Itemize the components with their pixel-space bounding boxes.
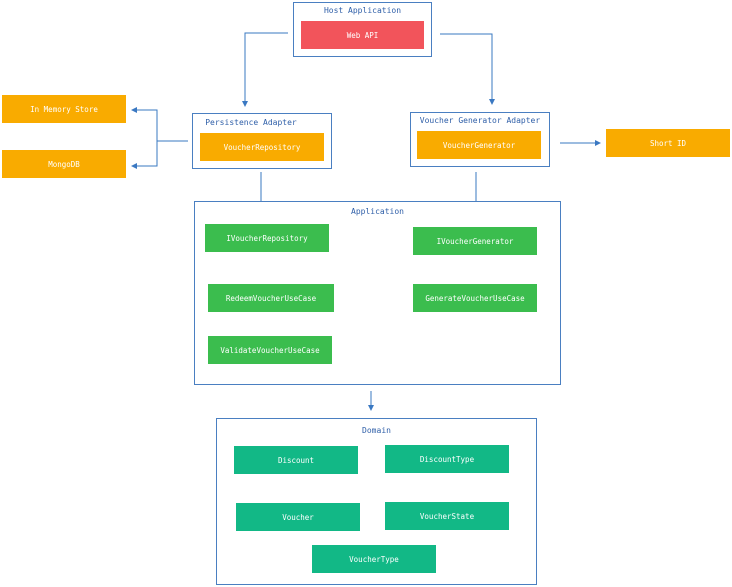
persistence-adapter-title: Persistence Adapter: [205, 118, 297, 127]
discount-type-box: DiscountType: [385, 445, 509, 473]
domain-title: Domain: [362, 426, 391, 435]
ivoucher-repository-box: IVoucherRepository: [205, 224, 329, 252]
arrow-persistence-to-mongodb: [131, 141, 158, 169]
validate-voucher-use-case-box: ValidateVoucherUseCase: [208, 336, 332, 364]
short-id-box: Short ID: [606, 129, 730, 157]
discount-box: Discount: [234, 446, 358, 474]
voucher-state-box: VoucherState: [385, 502, 509, 530]
voucher-generator-adapter-title: Voucher Generator Adapter: [419, 116, 541, 125]
voucher-type-box: VoucherType: [312, 545, 436, 573]
web-api-box: Web API: [301, 21, 424, 49]
redeem-voucher-use-case-box: RedeemVoucherUseCase: [208, 284, 334, 312]
voucher-repository-box: VoucherRepository: [200, 133, 324, 161]
mongodb-box: MongoDB: [2, 150, 126, 178]
voucher-box: Voucher: [236, 503, 360, 531]
ivoucher-generator-box: IVoucherGenerator: [413, 227, 537, 255]
generate-voucher-use-case-box: GenerateVoucherUseCase: [413, 284, 537, 312]
in-memory-store-box: In Memory Store: [2, 95, 126, 123]
arrow-persistence-to-in-memory: [131, 107, 188, 142]
application-title: Application: [351, 207, 404, 216]
voucher-generator-box: VoucherGenerator: [417, 131, 541, 159]
arrow-host-to-generator-adapter: [440, 33, 495, 105]
arrow-host-to-persistence: [242, 32, 288, 107]
host-application-title: Host Application: [323, 6, 402, 15]
